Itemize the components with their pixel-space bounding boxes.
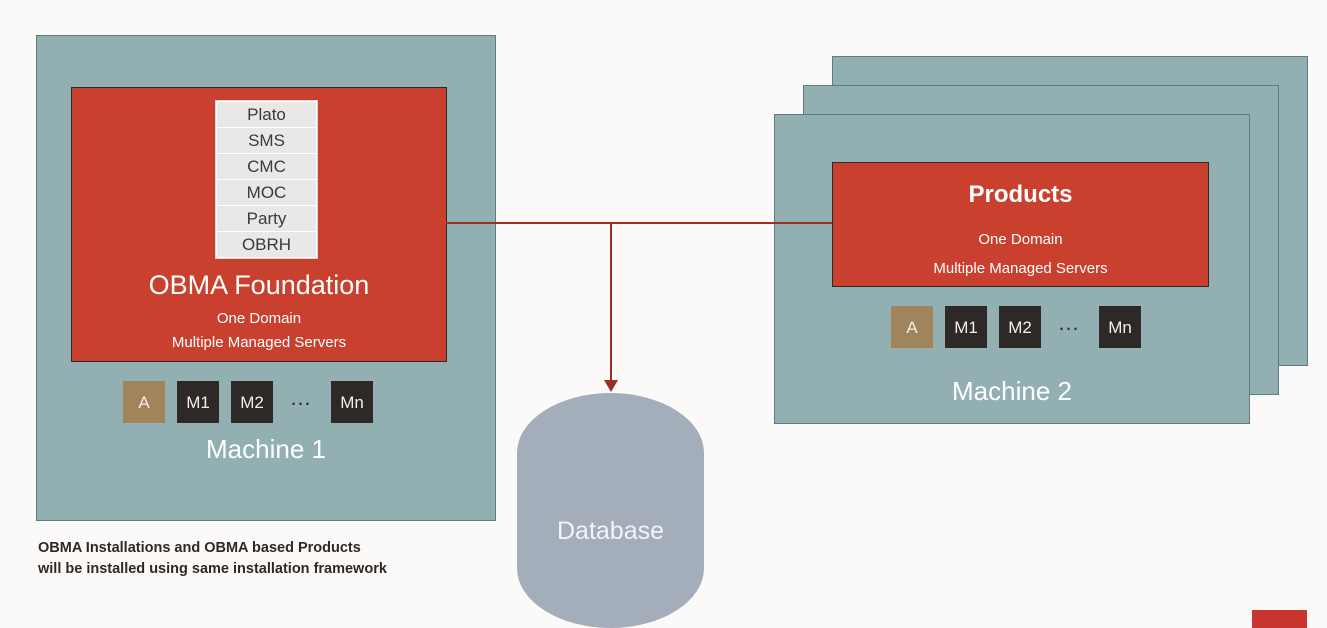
corner-red-marker: [1252, 610, 1307, 628]
obma-foundation-title: OBMA Foundation: [148, 270, 370, 300]
machine1-panel: Plato SMS CMC MOC Party OBRH OBMA Founda…: [36, 35, 496, 521]
obma-foundation-subtitle-line2: Multiple Managed Servers: [171, 334, 347, 351]
products-subtitle-line2: Multiple Managed Servers: [933, 260, 1108, 277]
component-cmc[interactable]: CMC: [217, 154, 316, 180]
machine1-server-row: A M1 M2 … Mn: [123, 381, 373, 423]
footnote: OBMA Installations and OBMA based Produc…: [38, 538, 638, 580]
footnote-line2: will be installed using same installatio…: [38, 561, 387, 578]
component-obrh[interactable]: OBRH: [217, 232, 316, 257]
database-label: Database: [556, 517, 665, 545]
connector-vertical: [610, 222, 612, 382]
machine1-server-mn[interactable]: Mn: [331, 381, 373, 423]
component-party[interactable]: Party: [217, 206, 316, 232]
connector-horizontal: [446, 222, 832, 224]
machine2-server-admin[interactable]: A: [891, 306, 933, 348]
machine1-server-m2[interactable]: M2: [231, 381, 273, 423]
component-sms[interactable]: SMS: [217, 128, 316, 154]
obma-foundation-subtitle-line1: One Domain: [216, 310, 302, 327]
component-moc[interactable]: MOC: [217, 180, 316, 206]
machine2-label: Machine 2: [952, 376, 1072, 406]
products-box: Products One Domain Multiple Managed Ser…: [832, 162, 1209, 287]
footnote-line1: OBMA Installations and OBMA based Produc…: [38, 540, 361, 556]
products-title: Products: [968, 181, 1073, 208]
obma-foundation-box: Plato SMS CMC MOC Party OBRH OBMA Founda…: [71, 87, 447, 362]
machine2-server-m1[interactable]: M1: [945, 306, 987, 348]
database-cylinder: Database: [517, 393, 704, 628]
component-plato[interactable]: Plato: [217, 102, 316, 128]
machine2-server-ellipsis: …: [1057, 310, 1083, 335]
obma-component-stack: Plato SMS CMC MOC Party OBRH: [215, 100, 318, 259]
machine1-server-ellipsis: …: [289, 385, 315, 410]
machine1-label: Machine 1: [206, 434, 326, 464]
database-body: [517, 393, 704, 628]
machine2-server-m2[interactable]: M2: [999, 306, 1041, 348]
machine2-server-mn[interactable]: Mn: [1099, 306, 1141, 348]
machine2-panel-front: Products One Domain Multiple Managed Ser…: [774, 114, 1250, 424]
connector-arrowhead: [604, 380, 618, 392]
machine2-server-row: A M1 M2 … Mn: [891, 306, 1141, 348]
machine1-server-admin[interactable]: A: [123, 381, 165, 423]
products-subtitle-line1: One Domain: [978, 231, 1063, 248]
machine1-server-m1[interactable]: M1: [177, 381, 219, 423]
